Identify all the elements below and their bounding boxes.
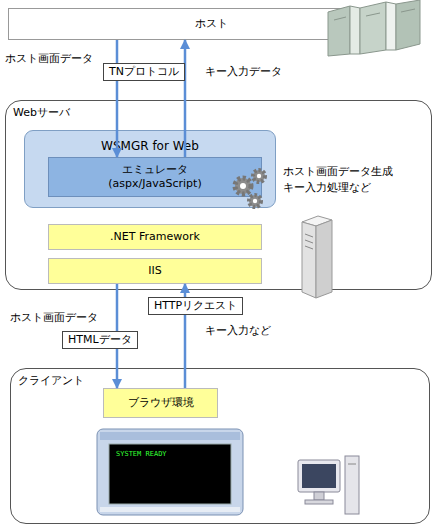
monitor-illustration: [97, 429, 243, 515]
node-title: ブラウザ環境: [128, 396, 194, 410]
node-title: エミュレータ: [122, 163, 188, 177]
flow-note: ホスト画面データ: [10, 311, 98, 325]
node-title: IIS: [148, 264, 161, 278]
iis-box: IIS: [48, 258, 262, 284]
node-subtitle: (aspx/JavaScript): [108, 177, 201, 191]
framework-box: .NET Framework: [48, 224, 262, 250]
function-note: キー入力処理など: [283, 181, 371, 195]
node-title: .NET Framework: [110, 230, 200, 244]
data-flow-arrow: [116, 40, 119, 157]
browser-box: ブラウザ環境: [103, 388, 218, 418]
product-box: WSMGR for Webエミュレータ(aspx/JavaScript): [24, 130, 276, 208]
server-illustration: [302, 216, 332, 298]
function-note: ホスト画面データ生成: [283, 165, 393, 179]
node-title: クライアント: [18, 374, 84, 388]
flow-note: ホスト画面データ: [5, 52, 93, 66]
edge-label: HTMLデータ: [62, 331, 138, 349]
edge-label: HTTPリクエスト: [148, 297, 243, 315]
node-title: ホスト: [195, 17, 228, 31]
node-title: Webサーバ: [13, 106, 70, 120]
screen-text: SYSTEM READY: [116, 449, 167, 459]
server-group: Webサーバ WSMGR for Webエミュレータ(aspx/JavaScrip…: [5, 100, 432, 290]
data-flow-arrow: [184, 40, 187, 157]
edge-label: TNプロトコル: [103, 63, 185, 81]
edge-label: キー入力データ: [205, 64, 282, 80]
flow-note: キー入力など: [205, 324, 271, 338]
host-illustration: [328, 0, 420, 56]
emulator-box: エミュレータ(aspx/JavaScript): [48, 157, 262, 197]
